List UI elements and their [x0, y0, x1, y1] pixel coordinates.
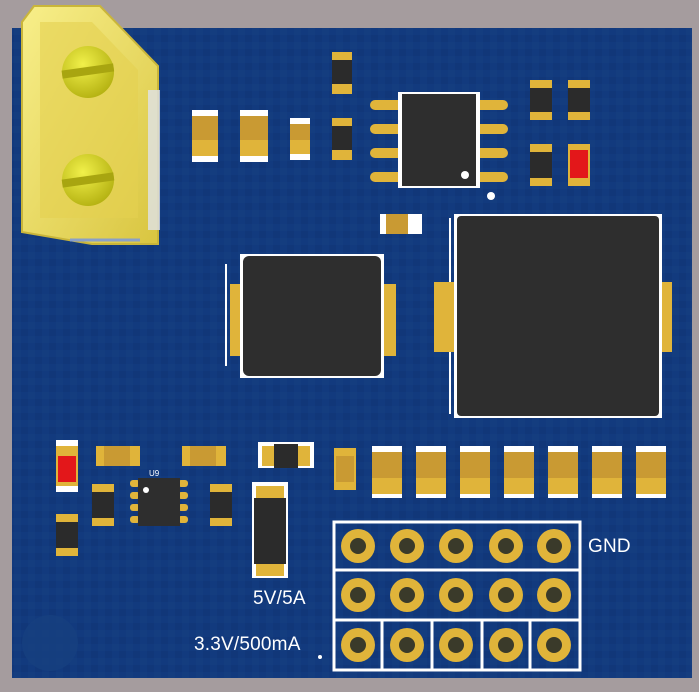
led-red — [568, 144, 590, 186]
header-pin — [341, 578, 375, 612]
header-pin — [537, 628, 571, 662]
screw-terminal-bottom — [61, 154, 115, 206]
resistor — [568, 80, 590, 120]
power-inductor — [434, 214, 672, 418]
resistor — [332, 118, 352, 160]
header-pin — [341, 628, 375, 662]
header-pin — [537, 529, 571, 563]
capacitor — [182, 446, 226, 466]
capacitor — [192, 110, 218, 162]
screw-terminal-top — [61, 46, 115, 98]
capacitor — [380, 214, 422, 234]
capacitor — [416, 446, 446, 498]
gnd-label: GND — [588, 536, 631, 557]
resistor — [530, 144, 552, 186]
capacitor — [290, 118, 310, 160]
capacitor — [636, 446, 666, 498]
terminal-block-connector — [21, 5, 160, 245]
header-pin — [390, 628, 424, 662]
header-pin — [489, 578, 523, 612]
five-volt-label: 5V/5A — [253, 588, 306, 609]
soic8-ic — [370, 92, 508, 200]
resistor — [92, 484, 114, 526]
header-pin — [390, 578, 424, 612]
header-pin — [439, 529, 473, 563]
header-pin — [390, 529, 424, 563]
capacitor — [96, 446, 140, 466]
capacitor — [460, 446, 490, 498]
header-pin — [439, 578, 473, 612]
capacitor — [334, 448, 356, 490]
capacitor — [548, 446, 578, 498]
capacitor — [372, 446, 402, 498]
ic-u9 — [130, 478, 188, 526]
three-volt-label: 3.3V/500mA — [194, 634, 301, 655]
resistor — [56, 514, 78, 556]
capacitor — [240, 110, 268, 162]
capacitor — [504, 446, 534, 498]
silkscreen-dot — [318, 655, 322, 659]
pin-header — [332, 520, 582, 672]
resistor — [332, 52, 352, 94]
capacitor-row — [372, 446, 666, 498]
resistor — [210, 484, 232, 526]
mounting-hole — [22, 615, 78, 671]
led-red — [56, 440, 78, 492]
header-pin — [489, 628, 523, 662]
header-pin — [489, 529, 523, 563]
resistor — [530, 80, 552, 120]
ic-u9-label: U9 — [149, 469, 160, 478]
capacitor — [592, 446, 622, 498]
capacitor — [258, 442, 314, 468]
header-pin — [341, 529, 375, 563]
inductor — [225, 254, 396, 378]
tall-capacitor — [252, 482, 288, 578]
header-pin — [439, 628, 473, 662]
header-pin — [537, 578, 571, 612]
